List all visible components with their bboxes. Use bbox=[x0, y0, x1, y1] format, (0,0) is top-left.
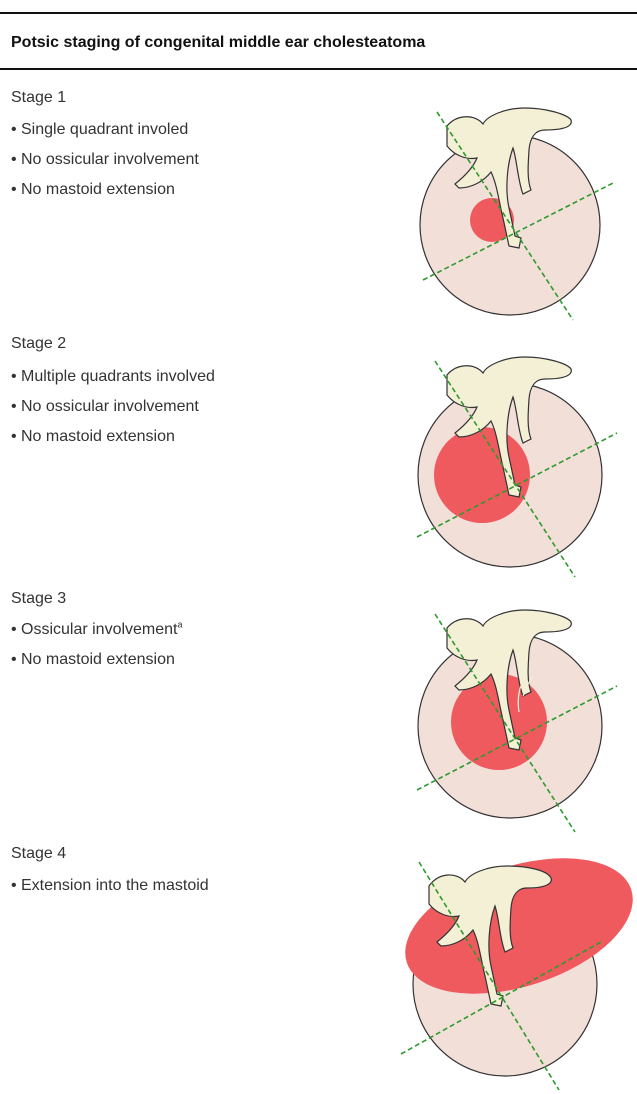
cholesteatoma-lesion bbox=[434, 427, 530, 523]
stage-2-diagram bbox=[395, 335, 625, 580]
criterion: •No ossicular involvement bbox=[11, 397, 215, 427]
criterion: •No ossicular involvement bbox=[11, 150, 199, 180]
criterion: •Single quadrant involed bbox=[11, 120, 199, 150]
stage-2-criteria: •Multiple quadrants involved •No ossicul… bbox=[11, 367, 215, 457]
criterion: •No mastoid extension bbox=[11, 180, 199, 210]
stage-3-criteria: •Ossicular involvementa •No mastoid exte… bbox=[11, 620, 183, 680]
table-title: Potsic staging of congenital middle ear … bbox=[11, 34, 425, 52]
criterion: •Ossicular involvementa bbox=[11, 620, 183, 650]
stage-4-heading: Stage 4 bbox=[11, 845, 66, 863]
criterion: •No mastoid extension bbox=[11, 427, 215, 457]
criterion: •Multiple quadrants involved bbox=[11, 367, 215, 397]
footnote-marker: a bbox=[178, 620, 183, 630]
stage-4-criteria: •Extension into the mastoid bbox=[11, 876, 209, 906]
stage-1-diagram bbox=[395, 90, 625, 325]
criterion: •No mastoid extension bbox=[11, 650, 183, 680]
stage-3-heading: Stage 3 bbox=[11, 590, 66, 608]
stage-1-criteria: •Single quadrant involed •No ossicular i… bbox=[11, 120, 199, 210]
stage-1-heading: Stage 1 bbox=[11, 89, 66, 107]
criterion: •Extension into the mastoid bbox=[11, 876, 209, 906]
top-rule bbox=[0, 12, 637, 14]
header-rule bbox=[0, 68, 637, 70]
stage-3-diagram bbox=[395, 590, 625, 840]
stage-4-diagram bbox=[395, 842, 635, 1092]
stage-2-heading: Stage 2 bbox=[11, 335, 66, 353]
